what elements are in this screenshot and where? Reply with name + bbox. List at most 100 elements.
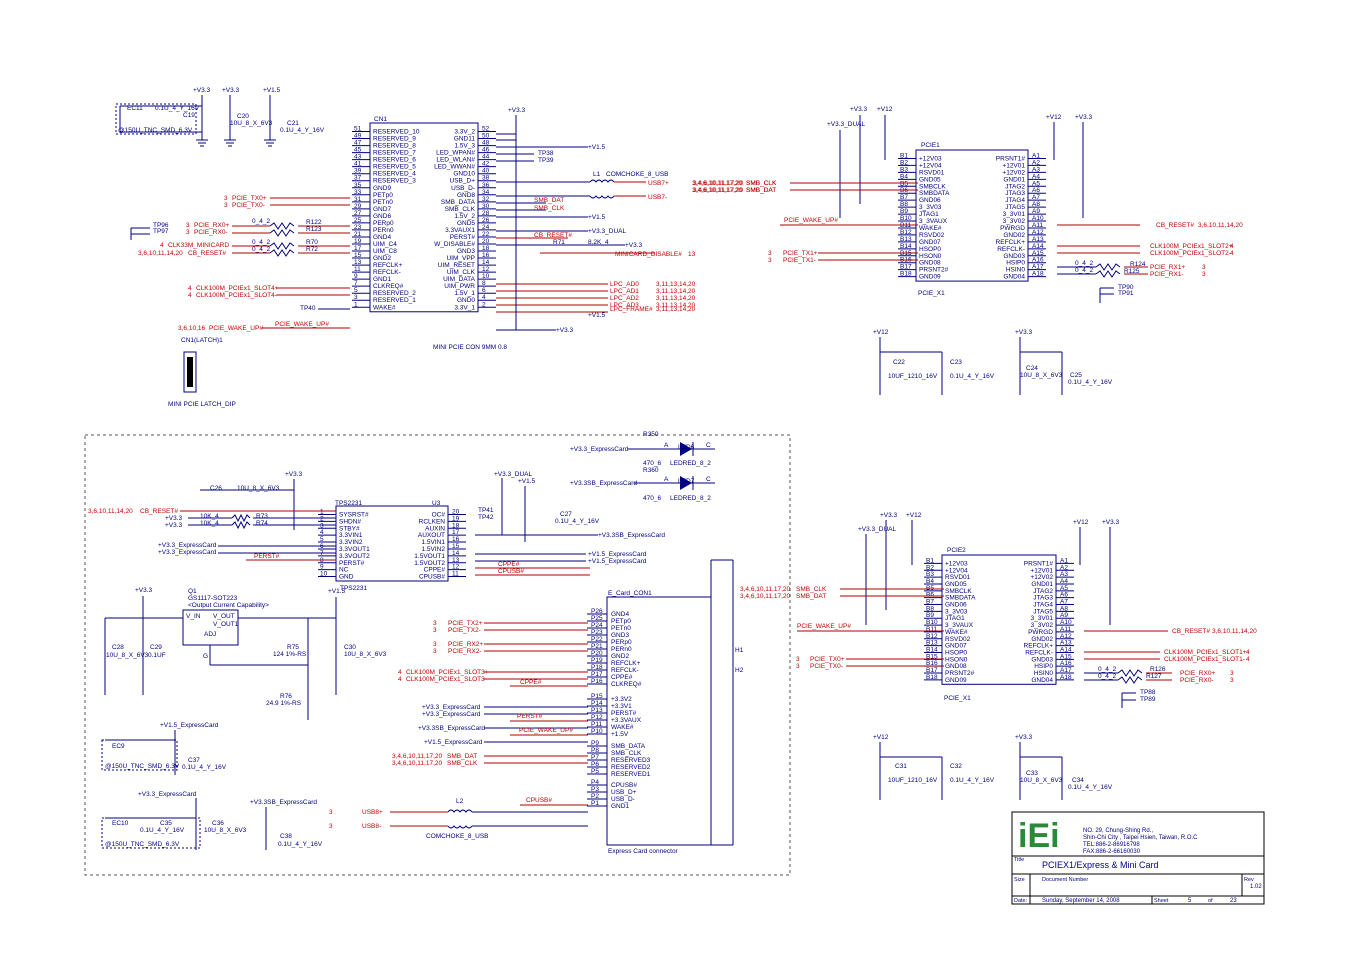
pin-number: 10 (482, 273, 490, 280)
ec-caps: +V1.5_ExpressCard EC9 @150U_TNC_SMD_6.3V… (101, 722, 323, 850)
pin-number: P3 (591, 786, 599, 793)
pcie2-ref: PCIE2 (947, 547, 966, 554)
pin-label: RESERVED1 (611, 771, 651, 778)
svg-text:0.1U_4_Y_16V: 0.1U_4_Y_16V (950, 373, 995, 380)
pin-number: 49 (354, 133, 362, 140)
svg-text:+V1.5: +V1.5 (328, 588, 346, 595)
svg-text:PCIE_TX2+: PCIE_TX2+ (448, 620, 483, 627)
svg-text:10U_8_X_6V3: 10U_8_X_6V3 (237, 485, 280, 492)
svg-text:SMB_DAT: SMB_DAT (746, 187, 776, 194)
svg-text:R123: R123 (306, 226, 322, 233)
svg-text:C33: C33 (1026, 770, 1038, 777)
svg-text:C26: C26 (210, 485, 222, 492)
pin-label: OC# (432, 511, 446, 518)
svg-text:+V3.3SB_ExpressCard: +V3.3SB_ExpressCard (598, 532, 665, 539)
pin-label: USB_D- (451, 185, 475, 192)
pin-number: 17 (354, 245, 362, 252)
pin-number: A15 (1060, 653, 1072, 660)
pin-label: 3.3VIN1 (339, 532, 363, 539)
svg-text:10K_4: 10K_4 (200, 513, 219, 520)
svg-text:SMB_CLK: SMB_CLK (746, 180, 777, 187)
svg-text:+V1.5_ExpressCard: +V1.5_ExpressCard (588, 551, 647, 558)
svg-text:EC10: EC10 (112, 820, 129, 827)
pin-number: 47 (354, 140, 362, 147)
pin-label: GND05 (945, 581, 967, 588)
svg-text:+V3.3: +V3.3 (880, 512, 898, 519)
pin-label: +12V04 (919, 162, 942, 169)
svg-text:3,4,6,10,11,17,20: 3,4,6,10,11,17,20 (392, 760, 443, 767)
pin-number: 35 (354, 182, 362, 189)
pin-number: A3 (1032, 166, 1040, 173)
pin-label: +12V03 (945, 560, 968, 567)
pin-number: 9 (320, 564, 324, 571)
pin-label: 1.5V_2 (454, 213, 475, 220)
pin-label: UIM_C8 (373, 248, 397, 255)
svg-text:TP97: TP97 (153, 228, 169, 235)
svg-text:0.1U_4_Y_16V: 0.1U_4_Y_16V (140, 827, 185, 834)
svg-text:0.1U_4_Y_16V: 0.1U_4_Y_16V (182, 764, 227, 771)
pin-number: B8 (926, 605, 934, 612)
svg-text:+V12: +V12 (1073, 519, 1089, 526)
svg-text:Rev: Rev (1244, 877, 1254, 883)
pin-label: RESERVED2 (611, 764, 651, 771)
svg-text:SMB_CLK: SMB_CLK (746, 180, 777, 187)
pin-number: 44 (482, 154, 490, 161)
pin-number: P5 (591, 768, 599, 775)
pin-label: 1.5VOUT2 (414, 560, 445, 567)
pin-label: 1.5VIN1 (422, 539, 446, 546)
pin-number: B9 (900, 208, 908, 215)
svg-text:PCIE_TX0-: PCIE_TX0- (232, 202, 265, 209)
pin-number: A2 (1060, 564, 1068, 571)
pin-label: UIM_C4 (373, 241, 397, 248)
svg-text:+V3.3: +V3.3 (556, 327, 574, 334)
svg-text:Size: Size (1014, 877, 1025, 883)
pin-label: RESERVED_10 (373, 129, 420, 136)
svg-text:8.2K_4: 8.2K_4 (588, 239, 609, 246)
svg-text:0_4_2: 0_4_2 (252, 246, 270, 253)
svg-text:0_4_2: 0_4_2 (1098, 666, 1116, 673)
pin-label: PERST# (339, 560, 365, 567)
pin-label: RESERVED_3 (373, 178, 416, 185)
pin-label: JTAG2 (1005, 183, 1025, 190)
pin-number: 21 (354, 231, 362, 238)
pin-number: B2 (900, 159, 908, 166)
ecard-part: Express Card connector (608, 848, 679, 855)
svg-text:<Output Current Capability>: <Output Current Capability> (188, 602, 269, 609)
svg-text:PCIE_WAKE_UP#: PCIE_WAKE_UP# (209, 325, 263, 332)
pin-number: 12 (452, 564, 460, 571)
pin-label: SMB_CLK (611, 750, 642, 757)
pin-label: RESERVED_7 (373, 150, 416, 157)
pin-number: 1 (354, 301, 358, 308)
pin-label: 3.3V_2 (454, 129, 475, 136)
svg-text:+V3.3_ExpressCard: +V3.3_ExpressCard (138, 791, 197, 798)
pin-number: B12 (926, 633, 938, 640)
svg-text:+V1.5: +V1.5 (588, 214, 606, 221)
svg-text:+V3.3: +V3.3 (625, 242, 643, 249)
pin-label: SMBDATA (919, 190, 950, 197)
svg-text:Date:: Date: (1014, 898, 1028, 904)
svg-text:C23: C23 (950, 359, 962, 366)
svg-text:CLK100M_PCIEx1_SLOT4-: CLK100M_PCIEx1_SLOT4- (196, 292, 277, 299)
pin-label: 3.3VAUX1 (445, 227, 475, 234)
pin-label: RESERVED_6 (373, 157, 416, 164)
pin-label: REFCLK- (1025, 649, 1053, 656)
svg-text:3,4,6,10,11,17,20: 3,4,6,10,11,17,20 (740, 593, 791, 600)
svg-text:EC11: EC11 (127, 105, 143, 112)
svg-text:C20: C20 (237, 113, 249, 120)
pin-label: WAKE# (919, 225, 942, 232)
pin-label: UIM_PWR (444, 283, 475, 290)
pcie2-body (941, 554, 1057, 685)
pin-number: A12 (1060, 633, 1072, 640)
svg-text:10U_8_X_6V3: 10U_8_X_6V3 (1020, 777, 1063, 784)
pin-number: 27 (354, 210, 362, 217)
svg-text:C24: C24 (1026, 365, 1038, 372)
svg-text:3,4,6,10,11,17,20: 3,4,6,10,11,17,20 (693, 180, 744, 187)
svg-text:TP88: TP88 (1140, 689, 1156, 696)
svg-text:+V3.3: +V3.3 (193, 87, 211, 94)
svg-text:CPPE#: CPPE# (520, 679, 542, 686)
pin-number: 3 (320, 522, 324, 529)
pin-number: 20 (452, 508, 460, 515)
svg-text:+V3.3SB_ExpressCard: +V3.3SB_ExpressCard (418, 725, 485, 732)
pin-label: GND02 (1003, 232, 1025, 239)
svg-text:3,6,10,11,14,20: 3,6,10,11,14,20 (1212, 628, 1257, 635)
